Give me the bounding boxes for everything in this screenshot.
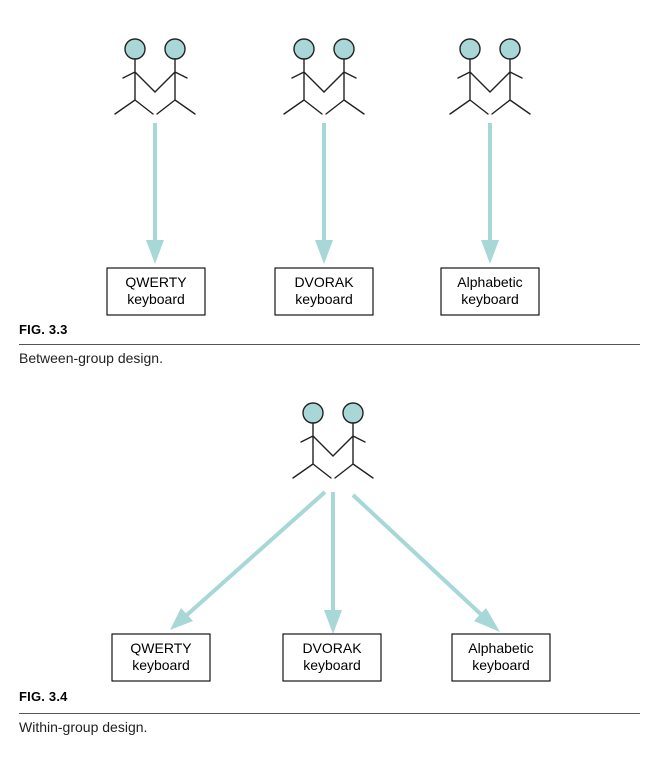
arrow-down-icon (146, 123, 164, 264)
arrow-diagonal-right-icon (351, 493, 500, 632)
keyboard-box-qwerty: QWERTY keyboard (111, 633, 211, 682)
figure-label: FIG. 3.3 (19, 322, 68, 337)
between-group-diagram: QWERTY keyboard DVORAK keyboard Alphabet… (106, 38, 540, 316)
figure-rule (19, 344, 640, 345)
box-label-line2: keyboard (472, 657, 530, 673)
box-label-line2: keyboard (127, 291, 185, 307)
keyboard-box-dvorak: DVORAK keyboard (282, 633, 382, 682)
box-label-line1: Alphabetic (468, 640, 533, 656)
keyboard-box-alphabetic: Alphabetic keyboard (440, 267, 540, 316)
arrow-down-icon (481, 123, 499, 264)
box-label-line2: keyboard (303, 657, 361, 673)
arrow-down-icon (315, 123, 333, 264)
keyboard-box-qwerty: QWERTY keyboard (106, 267, 206, 316)
figure-caption: Within-group design. (19, 719, 148, 735)
participant-group (292, 402, 374, 479)
box-label-line1: Alphabetic (457, 274, 522, 290)
keyboard-box-alphabetic: Alphabetic keyboard (451, 633, 551, 682)
arrow-diagonal-left-icon (170, 490, 327, 630)
within-group-diagram: QWERTY keyboard DVORAK keyboard Alphabet… (111, 402, 551, 682)
box-label-line1: QWERTY (125, 274, 187, 290)
box-label-line1: DVORAK (302, 640, 362, 656)
keyboard-box-dvorak: DVORAK keyboard (274, 267, 374, 316)
figure-label: FIG. 3.4 (19, 689, 68, 704)
participant-group-1 (114, 38, 196, 115)
box-label-line2: keyboard (132, 657, 190, 673)
box-label-line1: QWERTY (130, 640, 192, 656)
figure-rule (19, 713, 640, 714)
box-label-line2: keyboard (461, 291, 519, 307)
box-label-line1: DVORAK (294, 274, 354, 290)
arrow-down-icon (324, 492, 342, 634)
box-label-line2: keyboard (295, 291, 353, 307)
participant-group-2 (283, 38, 365, 115)
figure-caption: Between-group design. (19, 350, 163, 366)
participant-group-3 (449, 38, 531, 115)
